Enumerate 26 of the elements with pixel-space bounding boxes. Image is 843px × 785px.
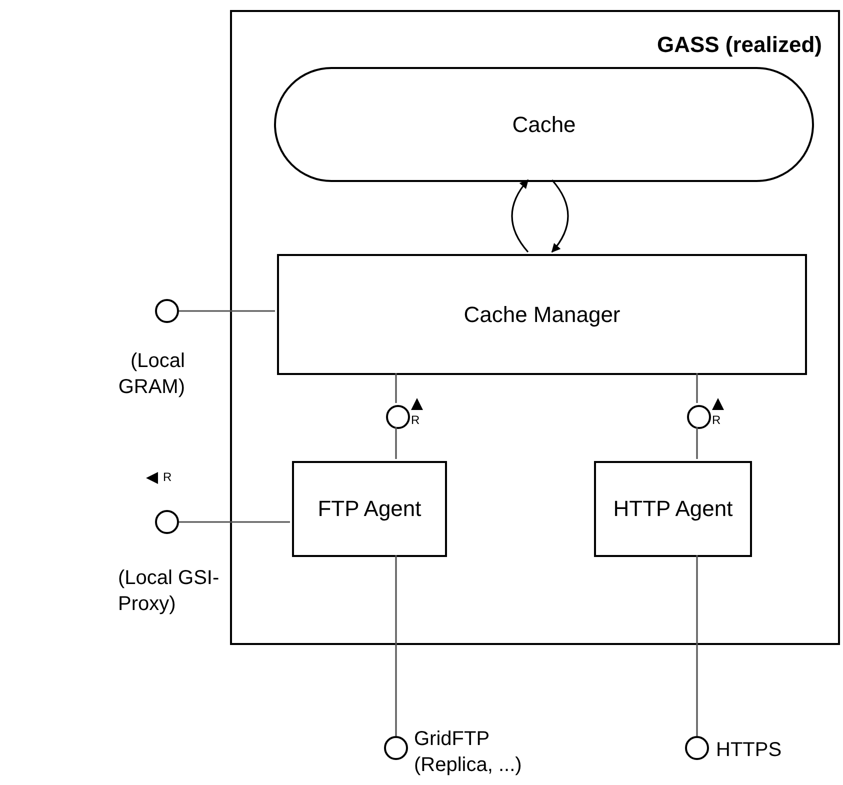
curved-arrow [551,180,569,253]
frame-title: GASS (realized) [656,34,822,56]
component-label: FTP Agent [318,495,422,523]
role-label: R [411,414,421,426]
interface-label: (Local GRAM) [117,349,185,400]
connector-line [696,373,698,403]
component-frame [230,10,840,645]
connector-line [395,555,397,736]
component-box [277,254,807,375]
role-label: R [712,414,722,426]
connector-line [696,427,698,459]
interface-label: (Local GSI-Proxy) [118,566,220,617]
connector-line [696,555,698,736]
connector-line [179,521,290,523]
connector-line [395,427,397,459]
curved-arrow [511,179,529,252]
connector-line [179,310,275,312]
component-label: Cache [512,110,576,138]
component-box [594,461,752,557]
interface-label: HTTPS [716,738,783,763]
component-label: HTTP Agent [613,495,733,523]
connector-line [395,373,397,403]
component-box [292,461,447,557]
role-label: R [163,471,173,483]
component-label: Cache Manager [464,300,620,328]
interface-label: GridFTP (Replica, ...) [414,727,523,778]
